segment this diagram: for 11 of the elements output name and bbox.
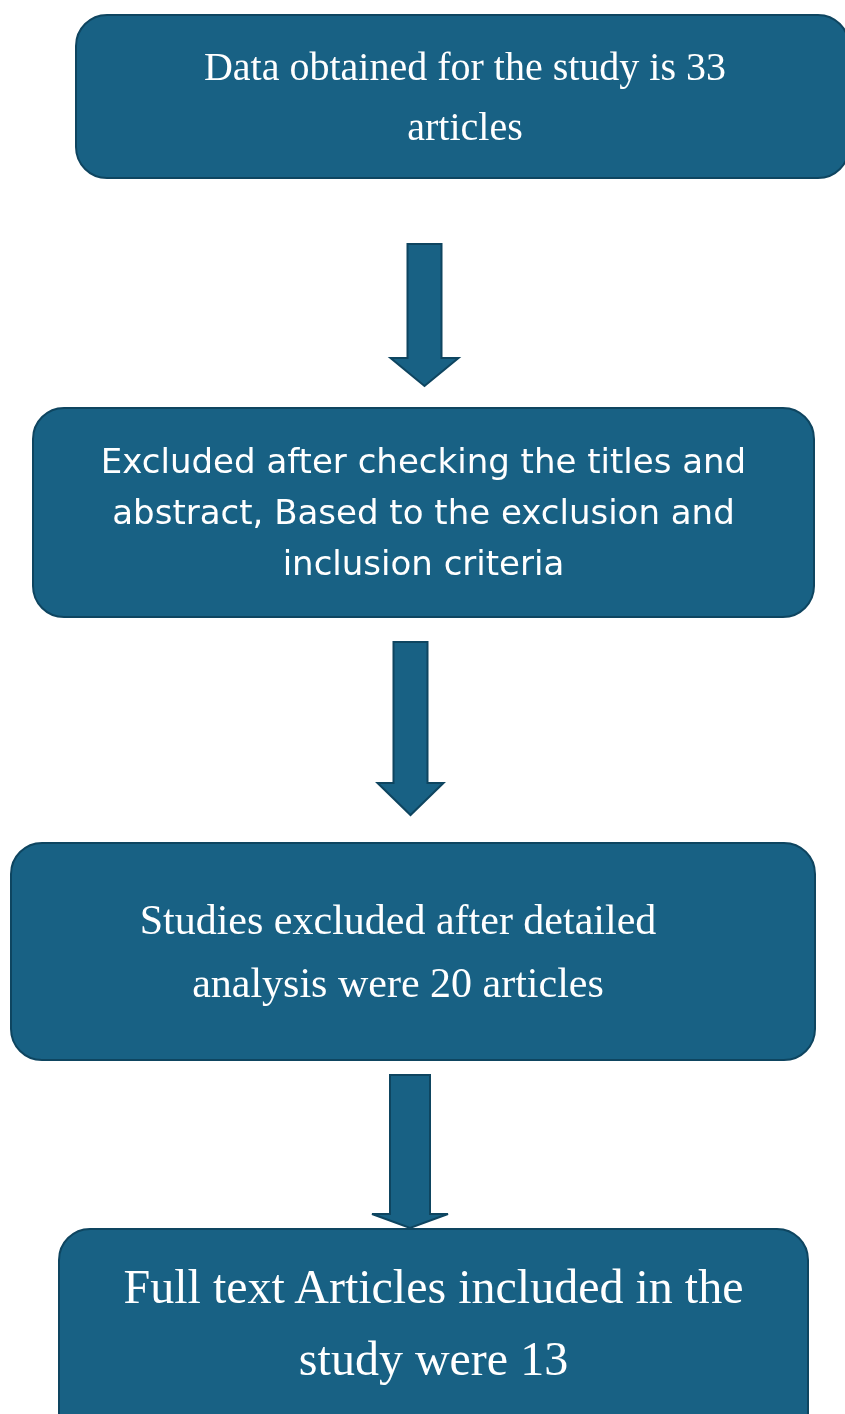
box-text: Excluded after checking the titles and abstract, Based to the exclusion and inclusion criteria [99,440,748,585]
process-box [10,842,816,1061]
box-text: Data obtained for the study is 33 articles [202,42,728,151]
process-box [58,1228,809,1414]
box-text: Full text Articles included in the study were 13 [122,1259,745,1387]
block-arrow [371,1074,449,1230]
block-arrow [387,243,462,388]
box-text: Studies excluded after detailed analysis were 20 articles [138,895,658,1008]
process-box [32,407,815,618]
process-box [75,14,845,179]
block-arrow [375,641,446,817]
